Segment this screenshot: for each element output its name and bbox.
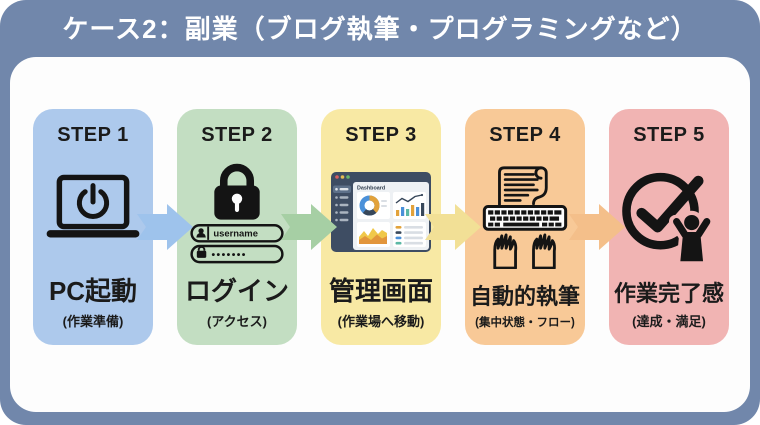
checkmark (636, 176, 704, 233)
keyhole (231, 193, 243, 205)
step-card-3: STEP 3 (321, 109, 441, 345)
password-dots: ••••••• (211, 250, 246, 261)
typing-hands (493, 233, 556, 269)
step-card-5: STEP 5 (609, 109, 729, 345)
step-card-2: STEP 2 username (177, 109, 297, 345)
step-title: PC起動 (48, 276, 138, 307)
right-hand (532, 233, 556, 269)
flow-arrow-2 (281, 204, 337, 250)
left-hand (493, 233, 518, 269)
step-number: STEP 5 (633, 124, 705, 146)
step-title: 作業完了感 (613, 280, 724, 306)
flow-arrow-3 (425, 204, 481, 250)
typing-hands-icon (465, 147, 585, 285)
password-field: ••••••• (190, 245, 284, 264)
check-celebration-icon (609, 147, 729, 282)
trend-line (395, 194, 423, 204)
login-form-icon-svg: username ••••••• (190, 164, 284, 264)
step-subtitle: (達成・満足) (632, 314, 706, 329)
celebrating-person (673, 215, 711, 262)
step-title: 自動的執筆 (469, 283, 580, 309)
laptop-base (46, 230, 140, 238)
area-chart-panel (357, 222, 390, 248)
step-title: 管理画面 (328, 276, 433, 307)
typing-hands-icon-svg (482, 166, 568, 269)
person-head (684, 215, 700, 231)
step-subtitle: (集中状態・フロー) (475, 317, 575, 329)
username-text: username (213, 229, 258, 240)
step-number: STEP 3 (345, 124, 417, 146)
user-icon (198, 228, 204, 234)
login-form-icon: username ••••••• (177, 147, 297, 277)
keyboard (482, 204, 568, 231)
dashboard-heading: Dashboard (357, 186, 385, 192)
step-subtitle: (作業場へ移動) (337, 314, 425, 329)
step-subtitle: (アクセス) (206, 314, 267, 329)
step-subtitle: (作業準備) (62, 314, 124, 329)
person-torso (680, 232, 704, 262)
scroll-curl (532, 166, 548, 206)
scroll-document (498, 166, 548, 206)
step-title: ログイン (184, 276, 289, 307)
laptop-power-icon (33, 147, 153, 277)
step-number: STEP 1 (57, 124, 129, 146)
keyboard-keys (488, 210, 562, 227)
laptop-power-icon-svg (46, 174, 140, 238)
list-panel (393, 222, 426, 248)
power-icon (76, 189, 110, 220)
padlock-shackle (219, 164, 255, 188)
dashboard-icon: Dashboard (321, 147, 441, 277)
window-controls (335, 175, 350, 180)
step-number: STEP 2 (201, 124, 273, 146)
username-field: username (190, 224, 284, 243)
laptop-screen (56, 174, 130, 230)
sidebar-menu (333, 185, 351, 222)
step-number: STEP 4 (489, 124, 561, 146)
flow-arrow-1 (137, 204, 193, 250)
dashboard-icon-svg: Dashboard (331, 172, 431, 253)
donut-chart (359, 195, 380, 216)
check-celebration-icon-svg (622, 173, 715, 267)
flow-arrow-4 (569, 204, 625, 250)
step-card-4: STEP 4 (465, 109, 585, 345)
steps-panel: STEP 1 PC起動 (作業準備) STEP 2 (10, 57, 750, 412)
donut-chart-panel (357, 192, 390, 220)
bar-chart-panel (393, 192, 426, 220)
step-card-1: STEP 1 PC起動 (作業準備) (33, 109, 153, 345)
small-lock-icon (197, 246, 206, 251)
page-title: ケース2：副業（ブログ執筆・プログラミングなど） (62, 14, 698, 44)
